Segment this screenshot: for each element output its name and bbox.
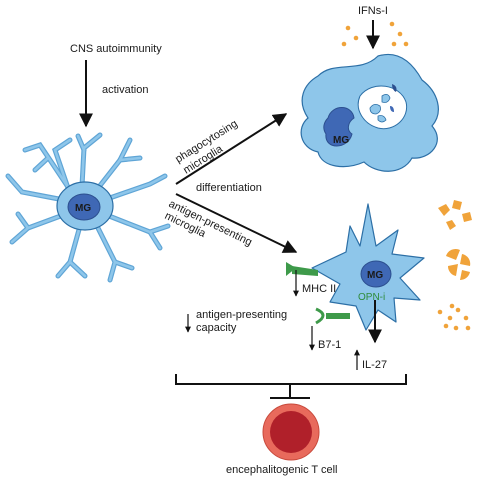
- phagocytosing-arrow: [175, 113, 288, 185]
- t-cell-label: encephalitogenic T cell: [226, 464, 338, 476]
- antigen-presenting-nucleus: [360, 260, 392, 288]
- mhc-ii-receptor: [286, 262, 318, 276]
- resting-microglia: [5, 132, 171, 283]
- mhc-label: MHC II: [302, 283, 336, 295]
- inhibition-bracket: [175, 374, 407, 399]
- il27-label: IL-27: [362, 359, 387, 371]
- cytokine-cluster-top: [438, 200, 472, 230]
- b7-label: B7-1: [318, 339, 341, 351]
- differentiation-label: differentiation: [196, 182, 262, 194]
- capacity-label-line2: capacity: [196, 322, 237, 334]
- b7-receptor: [315, 307, 350, 325]
- phagocytosed-debris: [369, 84, 397, 123]
- resting-mg-label: MG: [75, 203, 91, 214]
- activation-label: activation: [102, 84, 148, 96]
- capacity-label-line1: antigen-presenting: [196, 309, 287, 321]
- cns-autoimmunity-label: CNS autoimmunity: [70, 43, 162, 55]
- resting-nucleus: [67, 193, 101, 221]
- phagosome: [357, 85, 408, 130]
- ifns-molecules: [341, 21, 409, 47]
- phagocytosing-mg-label: MG: [333, 135, 349, 146]
- cytokine-cluster-bottom: [437, 303, 471, 331]
- ifns-label: IFNs-I: [358, 5, 388, 17]
- phagocytosing-nucleus: [323, 107, 355, 147]
- antigen-presenting-arrow: [175, 193, 298, 253]
- opn-label: OPN-i: [358, 292, 385, 303]
- cytokine-cluster-middle: [446, 248, 471, 281]
- antigen-presenting-mg-label: MG: [367, 270, 383, 281]
- t-cell-inner: [270, 411, 312, 453]
